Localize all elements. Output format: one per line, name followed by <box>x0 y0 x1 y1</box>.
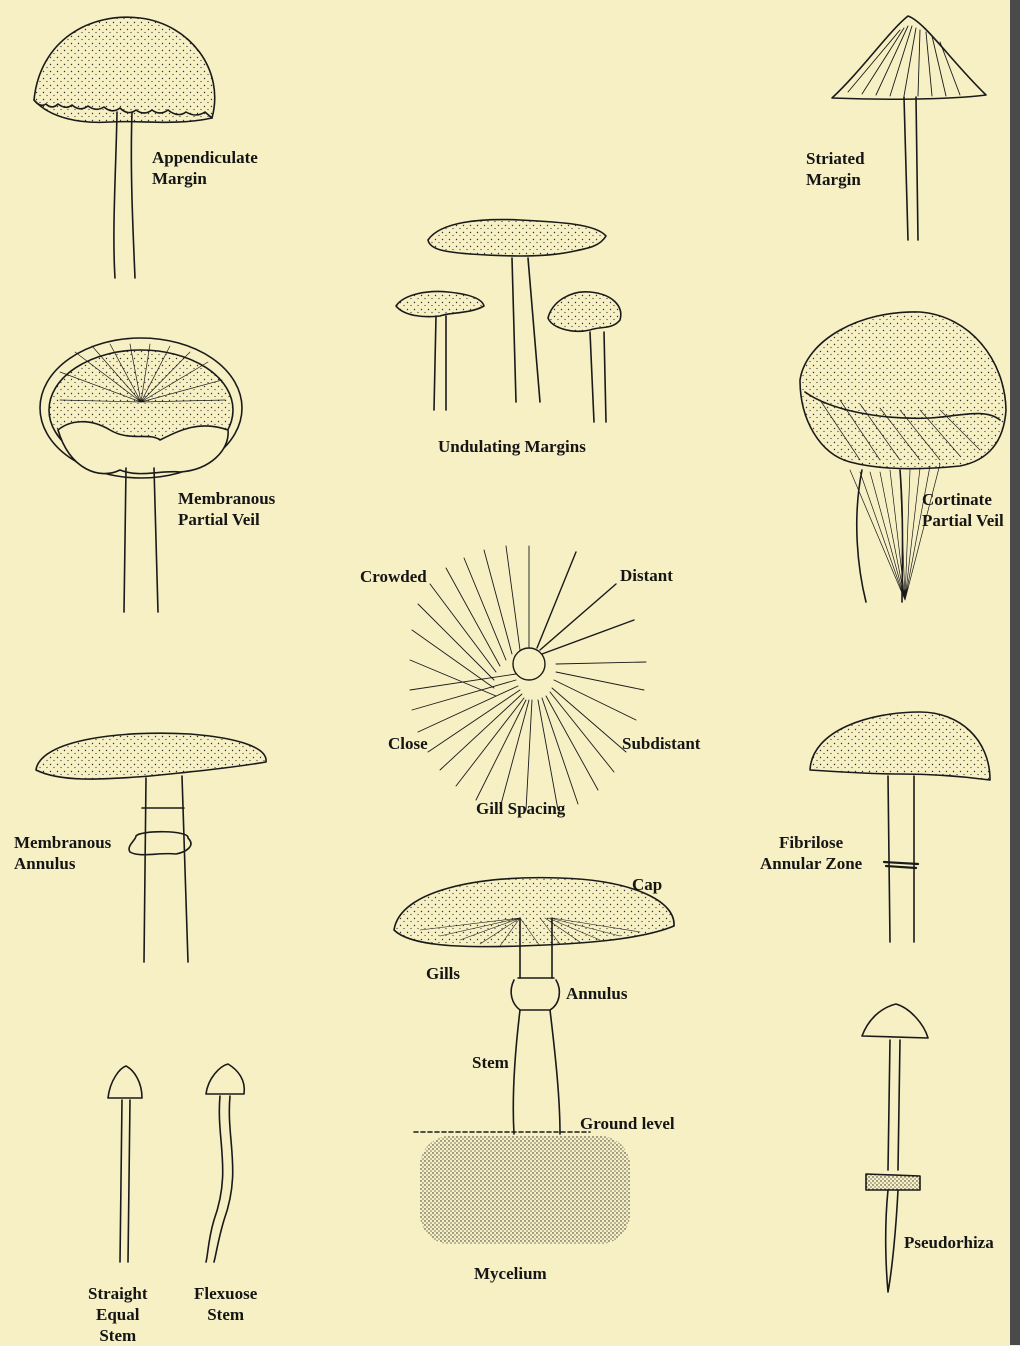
label-close: Close <box>388 733 428 754</box>
label-fibrilose-annular-zone: Fibrilose Annular Zone <box>760 832 862 874</box>
label-gills: Gills <box>426 963 460 984</box>
label-subdistant: Subdistant <box>622 733 700 754</box>
label-cortinate-partial-veil: Cortinate Partial Veil <box>922 489 1004 531</box>
undulating-mushrooms-drawing <box>396 220 621 422</box>
fibrilose-mushroom-drawing <box>810 712 990 942</box>
membranous-veil-mushroom-drawing <box>40 338 242 612</box>
label-annulus: Annulus <box>566 983 627 1004</box>
striated-mushroom-drawing <box>832 16 986 240</box>
main-anatomy-mushroom-drawing <box>394 878 674 1244</box>
label-membranous-partial-veil: Membranous Partial Veil <box>178 488 275 530</box>
page-edge <box>1010 0 1020 1345</box>
label-gill-spacing: Gill Spacing <box>476 798 565 819</box>
label-pseudorhiza: Pseudorhiza <box>904 1232 994 1253</box>
label-crowded: Crowded <box>360 566 427 587</box>
label-undulating-margins: Undulating Margins <box>438 436 586 457</box>
straight-stem-mushroom-drawing <box>108 1066 142 1262</box>
label-cap: Cap <box>632 874 662 895</box>
label-appendiculate-margin: Appendiculate Margin <box>152 147 258 189</box>
label-striated-margin: Striated Margin <box>806 148 865 190</box>
label-straight-equal-stem: Straight Equal Stem <box>88 1283 148 1346</box>
label-flexuose-stem: Flexuose Stem <box>194 1283 257 1325</box>
label-mycelium: Mycelium <box>474 1263 547 1284</box>
label-membranous-annulus: Membranous Annulus <box>14 832 111 874</box>
label-stem: Stem <box>472 1052 509 1073</box>
label-ground-level: Ground level <box>580 1113 675 1134</box>
cortinate-veil-mushroom-drawing <box>800 312 1006 602</box>
gill-spacing-diagram <box>410 546 646 810</box>
flexuose-stem-mushroom-drawing <box>206 1064 244 1262</box>
label-distant: Distant <box>620 565 673 586</box>
